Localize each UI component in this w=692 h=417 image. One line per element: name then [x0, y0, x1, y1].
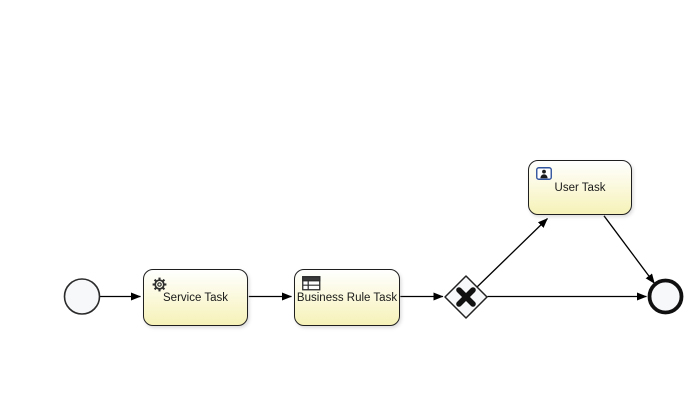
gear-icon: [152, 277, 167, 292]
user-task-label: User Task: [554, 181, 606, 194]
business-rule-task[interactable]: Business Rule Task: [294, 269, 400, 326]
start-event[interactable]: [63, 278, 101, 315]
service-task-label: Service Task: [163, 291, 228, 304]
user-icon: [536, 167, 552, 180]
flow-gateway-to-user-task[interactable]: [475, 218, 548, 289]
user-task[interactable]: User Task: [528, 160, 632, 215]
table-icon: [302, 276, 321, 291]
service-task[interactable]: Service Task: [143, 269, 248, 326]
flow-user-task-to-end-event[interactable]: [603, 215, 656, 284]
exclusive-gateway[interactable]: [444, 275, 488, 319]
end-event[interactable]: [647, 278, 684, 315]
gateway-x-marker-icon: [456, 287, 476, 307]
business-rule-task-label: Business Rule Task: [296, 291, 398, 304]
